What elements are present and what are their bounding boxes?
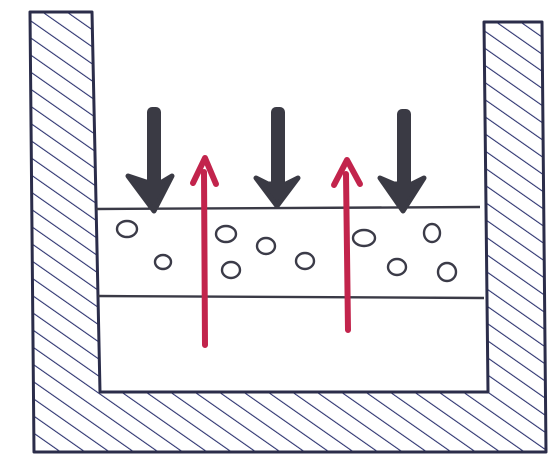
porous-layer bbox=[95, 205, 485, 300]
down-arrows bbox=[125, 107, 427, 214]
arrow-up-icon bbox=[190, 155, 219, 348]
particle bbox=[115, 219, 139, 239]
wall-hatch-fill bbox=[30, 12, 546, 452]
particle bbox=[153, 253, 173, 271]
up-arrows bbox=[190, 155, 363, 348]
particle bbox=[436, 261, 458, 283]
particle bbox=[220, 260, 242, 280]
arrow-up-icon bbox=[331, 157, 363, 333]
wall-outline bbox=[28, 10, 548, 454]
particle bbox=[422, 222, 442, 244]
layer-bottom-line bbox=[97, 294, 485, 300]
container-wall bbox=[28, 10, 548, 454]
particle bbox=[351, 228, 377, 248]
arrow-down-icon bbox=[125, 107, 175, 214]
particle bbox=[255, 236, 277, 256]
particle bbox=[214, 224, 238, 244]
particle bbox=[294, 251, 316, 271]
arrow-down-icon bbox=[377, 109, 427, 214]
arrow-down-icon bbox=[253, 107, 301, 209]
layer-top-line bbox=[95, 205, 481, 211]
particles bbox=[115, 219, 458, 283]
particle bbox=[386, 257, 408, 277]
